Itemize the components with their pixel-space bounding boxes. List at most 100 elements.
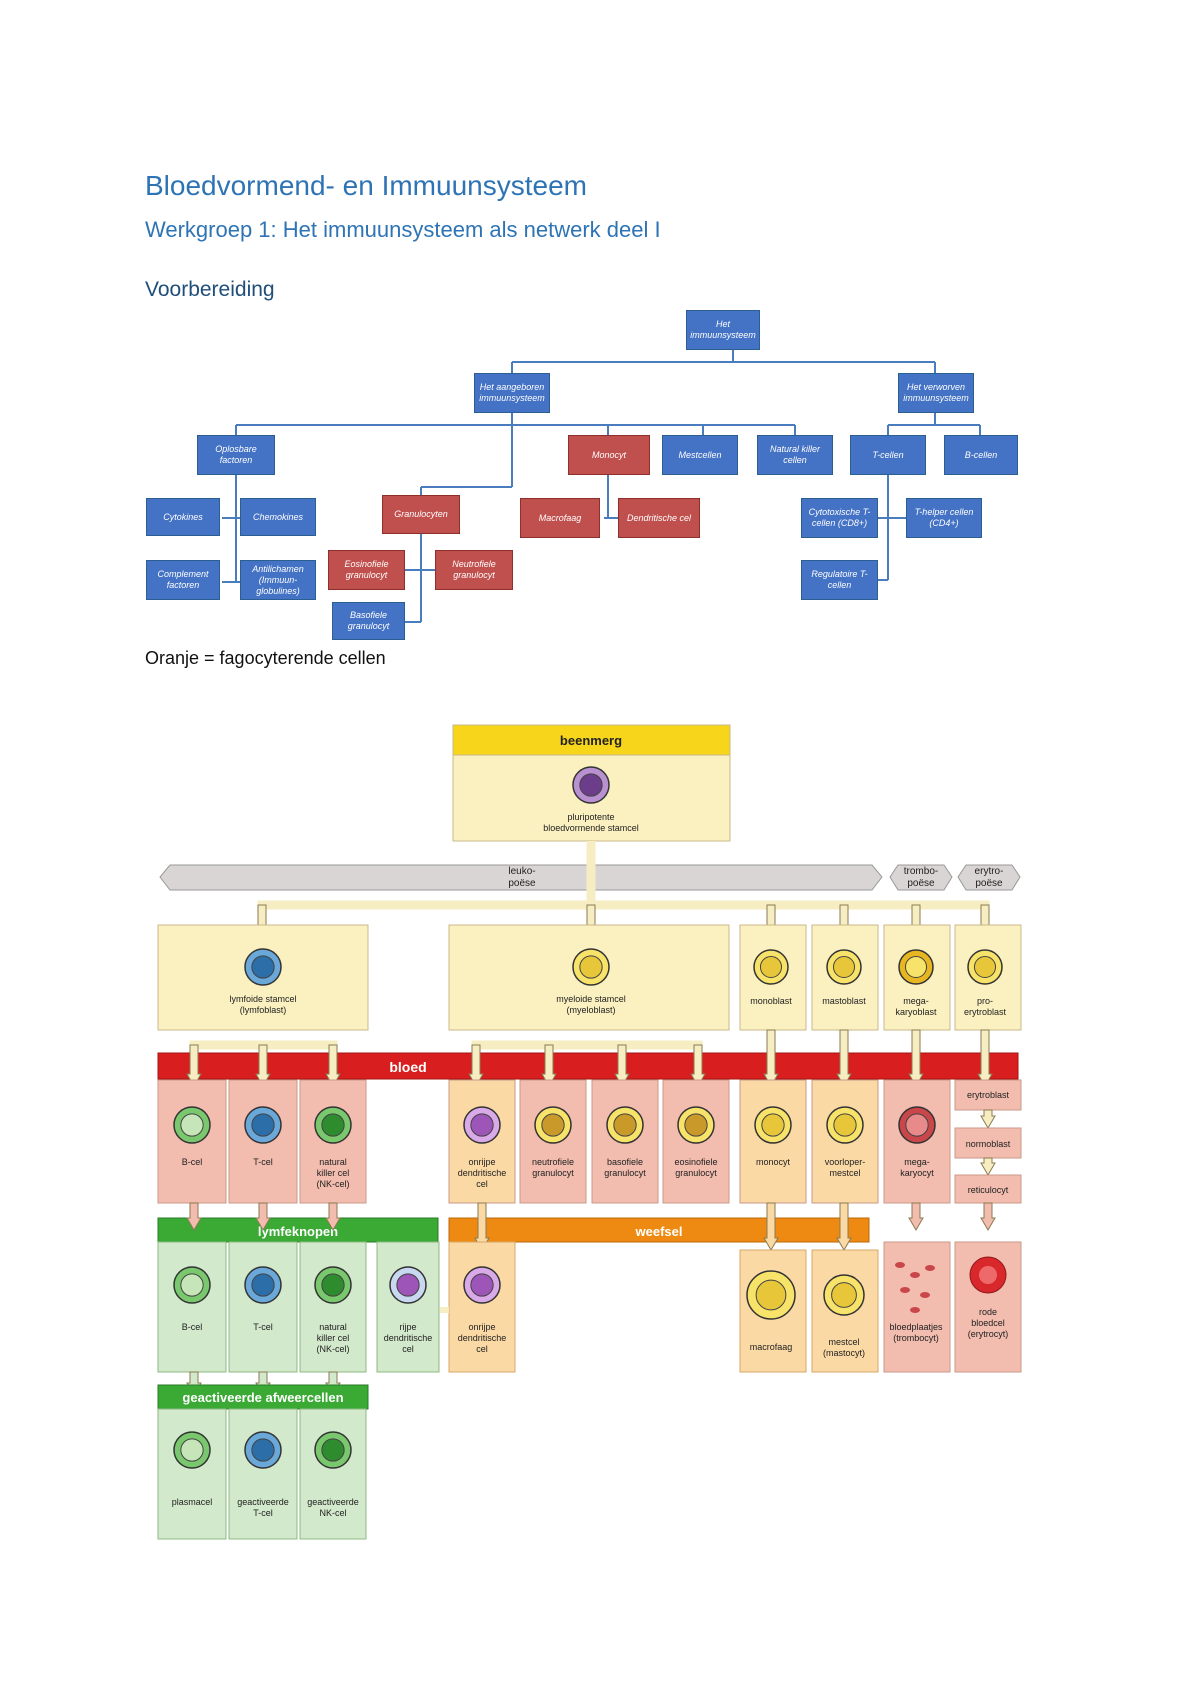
org-node-dendritic: Dendritische cel — [618, 498, 700, 538]
proerythroblast-icon-nucleus — [973, 955, 997, 979]
megakaryocyte-icon-nucleus — [905, 1113, 929, 1137]
blood_bcell-icon-nucleus — [180, 1113, 204, 1137]
monoblast-icon-nucleus — [759, 955, 783, 979]
tissue-label: weefsel — [635, 1224, 683, 1239]
org-node-basophil: Basofiele granulocyt — [332, 602, 405, 640]
to-lymph-arrow-2 — [325, 1202, 341, 1231]
macrophage-icon-nucleus — [755, 1279, 787, 1311]
platelet-4 — [920, 1292, 930, 1298]
org-node-antibodies: Antilichamen (Immuun-globulines) — [240, 560, 316, 600]
megakaryocyte-label: mega-karyocyt — [900, 1157, 934, 1178]
ln_nk-box — [299, 1241, 367, 1373]
megakaryoblast-icon-nucleus — [904, 955, 928, 979]
document-title: Bloedvormend- en Immuunsysteem — [145, 170, 587, 201]
org-node-helper: T-helper cellen (CD4+) — [906, 498, 982, 538]
erythro-arrow-1 — [980, 1109, 996, 1129]
mast-cell-label: mestcel(mastocyt) — [823, 1337, 865, 1358]
lymph-nodes-band — [157, 1217, 439, 1243]
erytro-band — [957, 864, 1021, 891]
org-node-nk: Natural killer cellen — [757, 435, 833, 475]
org-node-bcells: B-cellen — [944, 435, 1018, 475]
org-node-humoral: Oplosbare factoren — [197, 435, 275, 475]
blood_bcell-label: B-cel — [182, 1157, 203, 1167]
myeloid-cell-icon-nucleus — [579, 955, 603, 979]
reticulocyte-box — [954, 1174, 1022, 1204]
stem-cell-icon-nucleus — [579, 773, 603, 797]
to-rbc-arrow — [980, 1202, 996, 1231]
to-mastcell-arrow — [836, 1202, 852, 1251]
tissue-band — [448, 1217, 870, 1243]
document-subtitle: Werkgroep 1: Het immuunsysteem als netwe… — [145, 217, 661, 242]
org-node-regulatory: Regulatoire T-cellen — [801, 560, 878, 600]
activated-label: geactiveerde afweercellen — [182, 1390, 343, 1405]
act_nk-icon-nucleus — [321, 1438, 345, 1462]
macrophage-label: macrofaag — [750, 1342, 793, 1352]
trombo-label: trombo-poëse — [904, 866, 938, 889]
tissue-dc-icon-nucleus — [470, 1273, 494, 1297]
mast_precursor-label: voorloper-mestcel — [825, 1157, 866, 1178]
lymph-nodes-label: lymfeknopen — [258, 1224, 338, 1239]
activated-band — [157, 1384, 369, 1410]
megakaryoblast-label: mega-karyoblast — [895, 996, 937, 1017]
org-node-monocyte: Monocyt — [568, 435, 650, 475]
mast_precursor-icon-nucleus — [833, 1113, 857, 1137]
proerythroblast-label: pro-erytroblast — [964, 996, 1007, 1017]
neutrophil-icon-nucleus — [541, 1113, 565, 1137]
org-node-neutrophil: Neutrofiele granulocyt — [435, 550, 513, 590]
platelets-box — [883, 1241, 951, 1373]
blood-band — [157, 1052, 1019, 1080]
platelet-3 — [900, 1287, 910, 1293]
reticulocyte-label: reticulocyt — [968, 1185, 1009, 1195]
platelet-5 — [910, 1307, 920, 1313]
blood_tcell-icon-nucleus — [251, 1113, 275, 1137]
mastoblast-label: mastoblast — [822, 996, 866, 1006]
erythroblast-label: erytroblast — [967, 1090, 1010, 1100]
leuko-band — [159, 864, 883, 891]
ln_tcell-box — [228, 1241, 298, 1373]
org-node-chemokines: Chemokines — [240, 498, 316, 536]
plasma-icon-nucleus — [180, 1438, 204, 1462]
immature_dc-icon-nucleus — [470, 1113, 494, 1137]
plasma-label: plasmacel — [172, 1497, 213, 1507]
org-chart-connectors — [222, 350, 981, 623]
org-node-adaptive: Het verworven immuunsysteem — [898, 373, 974, 413]
monocyte-icon-nucleus — [761, 1113, 785, 1137]
to-lymph-arrow-1 — [255, 1202, 271, 1231]
ln_tcell-label: T-cel — [253, 1322, 273, 1332]
platelet-0 — [895, 1262, 905, 1268]
legend-note: Oranje = fagocyterende cellen — [145, 648, 386, 668]
to-platelets-arrow — [908, 1202, 924, 1231]
rbc-icon-center — [979, 1266, 997, 1284]
erythro-arrow-2 — [980, 1157, 996, 1176]
org-node-innate: Het aangeboren immuunsysteem — [474, 373, 550, 413]
ln_tcell-icon-nucleus — [251, 1273, 275, 1297]
to-lymph-arrow-0 — [186, 1202, 202, 1231]
org-node-granulocytes: Granulocyten — [382, 495, 460, 534]
mast-cell-icon-nucleus — [831, 1282, 857, 1308]
org-node-eosinophil: Eosinofiele granulocyt — [328, 550, 405, 590]
platelets-label: bloedplaatjes(trombocyt) — [889, 1322, 943, 1343]
ln_bcell-label: B-cel — [182, 1322, 203, 1332]
eosinophil-icon-nucleus — [684, 1113, 708, 1137]
blood-label: bloed — [389, 1059, 426, 1075]
org-chart: Het immuunsysteem Het aangeboren immuuns… — [0, 0, 1200, 640]
normoblast-label: normoblast — [966, 1139, 1011, 1149]
mastoblast-icon-nucleus — [832, 955, 856, 979]
bone-marrow-header — [452, 724, 731, 756]
act_nk-box — [299, 1408, 367, 1540]
lymphoid-cell-icon-nucleus — [251, 955, 275, 979]
org-node-complement: Complement factoren — [146, 560, 220, 600]
myeloid-label: myeloide stamcel(myeloblast) — [556, 994, 626, 1015]
org-node-macrophage: Macrofaag — [520, 498, 600, 538]
mature_dc-icon-nucleus — [396, 1273, 420, 1297]
basophil-icon-nucleus — [613, 1113, 637, 1137]
